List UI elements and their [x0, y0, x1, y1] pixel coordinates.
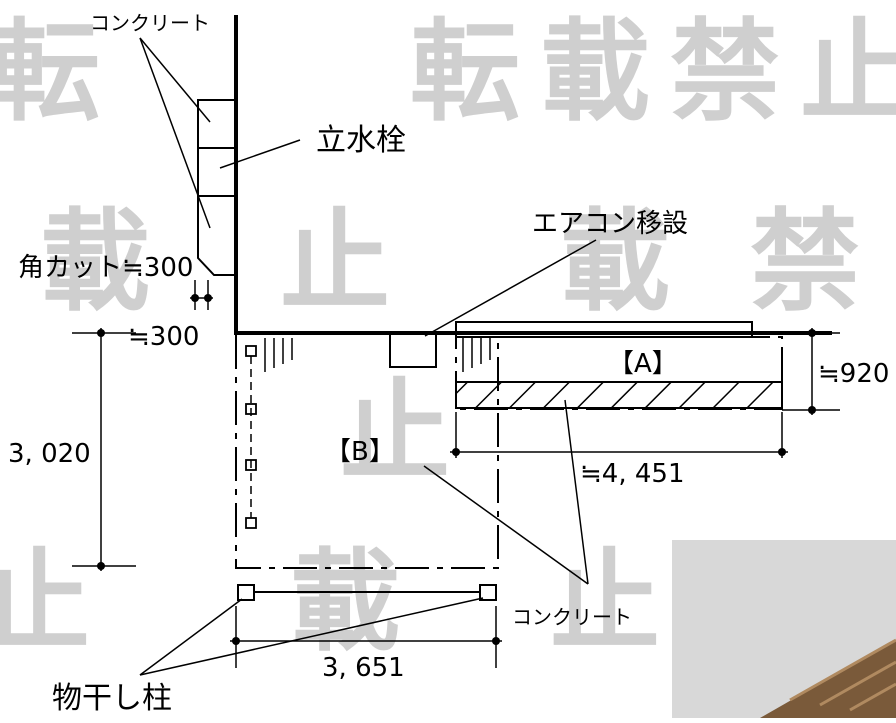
area-b-label: 【B】 [325, 437, 395, 467]
watermark: 転 転 載 禁 止 載 止 載 禁 止 止 載 止 [0, 8, 896, 666]
dimension-dot [232, 637, 240, 645]
watermark-glyph: 禁 [750, 198, 860, 326]
dim-4451-label: ≒4, 451 [580, 459, 685, 489]
area-b-posts [245, 345, 257, 529]
aircon-unit [389, 333, 437, 368]
leader-line [139, 597, 484, 676]
post-marker [245, 345, 257, 357]
leader-line [219, 139, 301, 169]
dim-300-label: ≒300 [128, 322, 199, 352]
area-a-step [455, 321, 753, 338]
leader-line [139, 37, 211, 229]
clothes-post-left [237, 584, 255, 601]
dimension-dot [97, 329, 105, 337]
dimension-dot [204, 294, 212, 302]
post-marker [245, 517, 257, 529]
watermark-glyph: 載 [290, 538, 400, 666]
watermark-glyph: 載 [560, 198, 670, 326]
corner-cut-label: 角カット≒300 [18, 253, 193, 283]
area-a-concrete [455, 381, 783, 409]
leader-line [139, 37, 211, 123]
dimension-dot [191, 294, 199, 302]
standpipe-label: 立水栓 [316, 123, 406, 158]
watermark-glyph: 止 [280, 198, 390, 326]
watermark-glyph: 止 [340, 368, 450, 496]
area-b-ticks [264, 338, 293, 372]
aircon-label: エアコン移設 [532, 209, 688, 239]
watermark-glyph: 転 [410, 8, 520, 136]
concrete-label-bottom: コンクリート [512, 605, 632, 629]
watermark-glyph: 載 [40, 198, 150, 326]
watermark-glyph: 止 [800, 8, 896, 136]
dimension-dot [808, 406, 816, 414]
dim-3651-label: 3, 651 [322, 653, 405, 683]
leader-line [139, 598, 243, 676]
concrete-strip [197, 99, 236, 276]
concrete-label-top: コンクリート [90, 11, 210, 35]
leader-line [564, 399, 589, 585]
dimension-dot [97, 562, 105, 570]
dimension-dot [808, 329, 816, 337]
dimension-dot [778, 448, 786, 456]
area-a-label: 【A】 [608, 349, 678, 379]
dim-920-label: ≒920 [818, 359, 889, 389]
clothes-post-label: 物干し柱 [52, 681, 172, 716]
dimension-dot [492, 637, 500, 645]
area-b-boundary [235, 335, 499, 569]
dimension-dot [452, 448, 460, 456]
watermark-glyph: 止 [0, 538, 90, 666]
leader-line [424, 239, 597, 337]
watermark-glyph: 転 [0, 8, 100, 136]
watermark-glyph: 禁 [670, 8, 780, 136]
watermark-glyph: 止 [550, 538, 660, 666]
watermark-glyph: 載 [540, 8, 650, 136]
dim-3020-label: 3, 020 [8, 439, 91, 469]
photo-fragment [672, 540, 896, 718]
area-a-ticks [462, 338, 491, 372]
leader-line [423, 465, 589, 585]
